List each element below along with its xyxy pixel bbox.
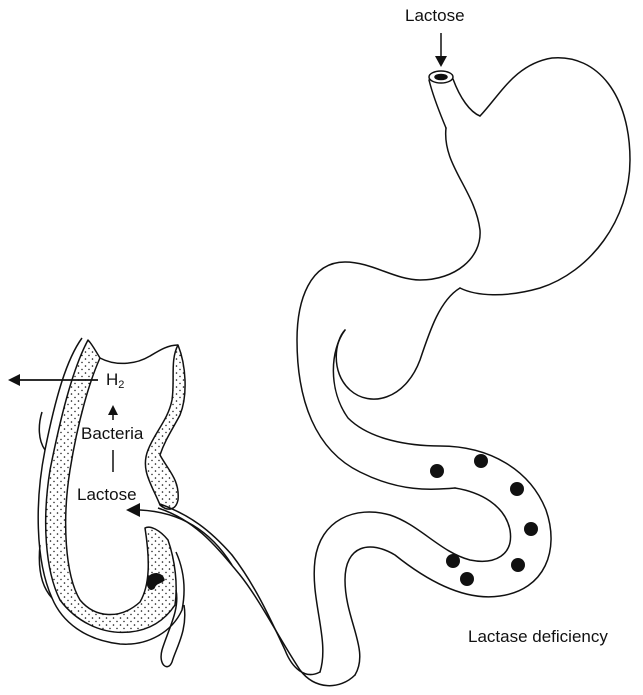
lactase-deficiency-label: Lactase deficiency [468,628,608,645]
hydrogen-symbol: H [106,370,118,389]
lactase-deficiency-dots [430,454,538,586]
bacteria-label: Bacteria [81,425,143,442]
hydrogen-subscript: 2 [118,379,124,391]
hydrogen-label: H2 [106,371,124,391]
lactose-colon-label: Lactose [77,486,137,503]
stomach-and-intestine [232,58,630,686]
up-arrow-icon [108,405,118,420]
lactose-intake-label: Lactose [405,7,465,24]
down-arrow-icon [435,33,447,67]
